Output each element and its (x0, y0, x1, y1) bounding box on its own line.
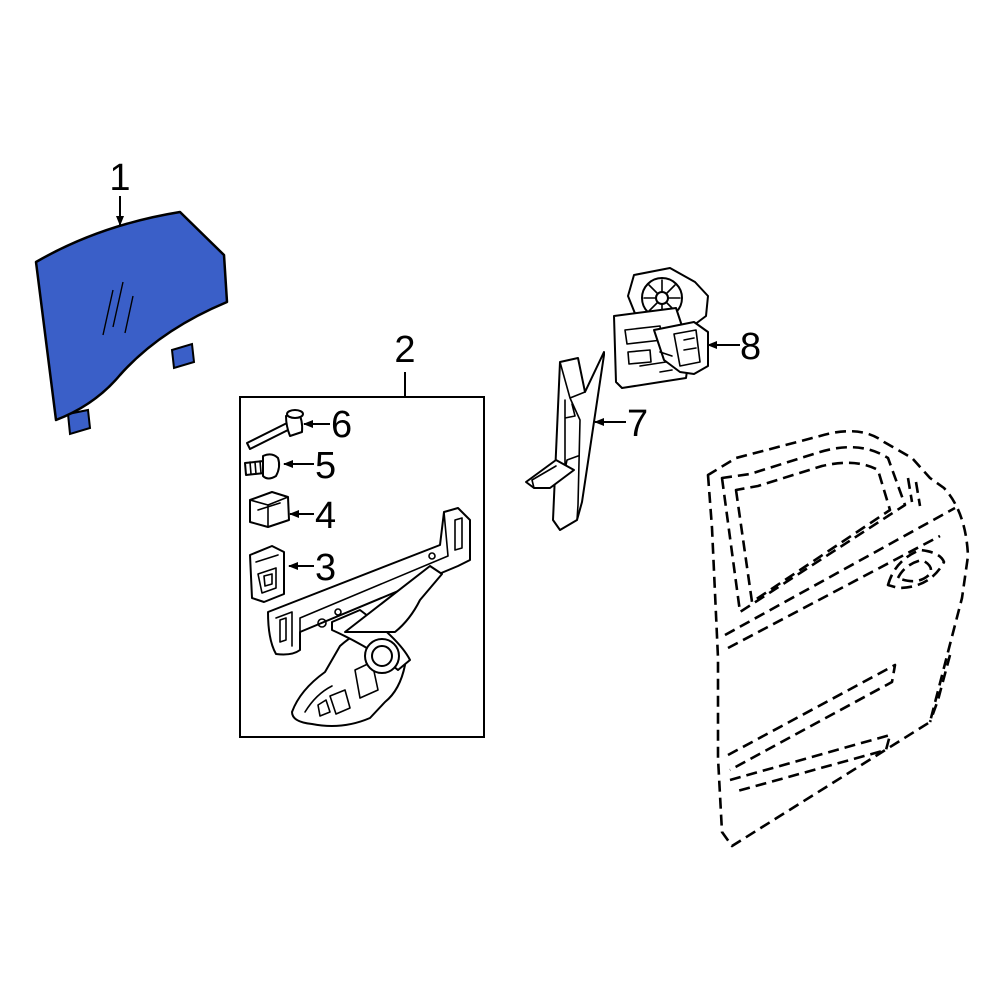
regulator-upper-arm (344, 565, 443, 633)
door-outer-edge (706, 429, 970, 848)
door-body-crease-lower (729, 733, 892, 794)
rivet-flange (286, 409, 304, 419)
callout-5-label[interactable]: 5 (315, 445, 336, 487)
regulator-rail-detail (275, 511, 463, 647)
regulator-rail (267, 507, 471, 656)
callout-3-label[interactable]: 3 (315, 547, 336, 589)
run-channel-foot-detail (531, 465, 557, 489)
window-regulator-assembly[interactable] (267, 507, 471, 727)
run-channel-foot (525, 459, 575, 489)
bolt-thread-lines (249, 460, 262, 475)
bolt-part[interactable] (244, 453, 281, 480)
slide-detail (255, 554, 279, 594)
motor-part[interactable] (613, 267, 709, 389)
callout-6-label[interactable]: 6 (331, 404, 352, 446)
clip-part[interactable] (249, 491, 290, 528)
door-glass-tab-right (170, 342, 196, 370)
motor-drive-detail (659, 329, 701, 367)
callout-4-label[interactable]: 4 (315, 495, 336, 537)
bolt-head (262, 453, 281, 480)
callout-1-label[interactable]: 1 (109, 157, 130, 199)
motor-gear-hub (655, 291, 669, 305)
rear-door-outline (706, 429, 970, 848)
regulator-kit-box (239, 396, 485, 738)
glass-reflection-lines (102, 281, 134, 336)
door-window-frame (720, 445, 907, 614)
door-beltline-lower (727, 534, 941, 650)
run-channel-detail (559, 361, 586, 521)
callout-2-label[interactable]: 2 (394, 329, 415, 371)
clip-detail (249, 496, 289, 528)
door-glass-panel (34, 210, 229, 422)
door-body-crease-upper (727, 663, 897, 772)
door-window-inner (734, 461, 892, 604)
motor-drive-unit (653, 321, 709, 375)
slide-body (249, 545, 285, 603)
door-handle-cup (896, 558, 933, 583)
run-channel-body (552, 351, 605, 531)
regulator-lower-plate-detail (304, 661, 379, 717)
clip-body (249, 491, 290, 528)
regulator-pivot-center (371, 645, 393, 667)
callout-7-label[interactable]: 7 (627, 403, 648, 445)
rivet-part[interactable] (246, 409, 304, 450)
rivet-shaft (246, 422, 291, 450)
regulator-holes (317, 552, 436, 628)
door-glass-part[interactable] (34, 210, 229, 436)
door-rear-edge (928, 654, 952, 723)
door-handle-recess (886, 548, 946, 590)
run-channel-part[interactable] (525, 351, 605, 531)
slide-part[interactable] (249, 545, 285, 603)
door-b-pillar (906, 477, 922, 507)
callout-8-label[interactable]: 8 (740, 326, 761, 368)
door-glass-tab-left (66, 408, 92, 436)
door-beltline (724, 506, 956, 637)
